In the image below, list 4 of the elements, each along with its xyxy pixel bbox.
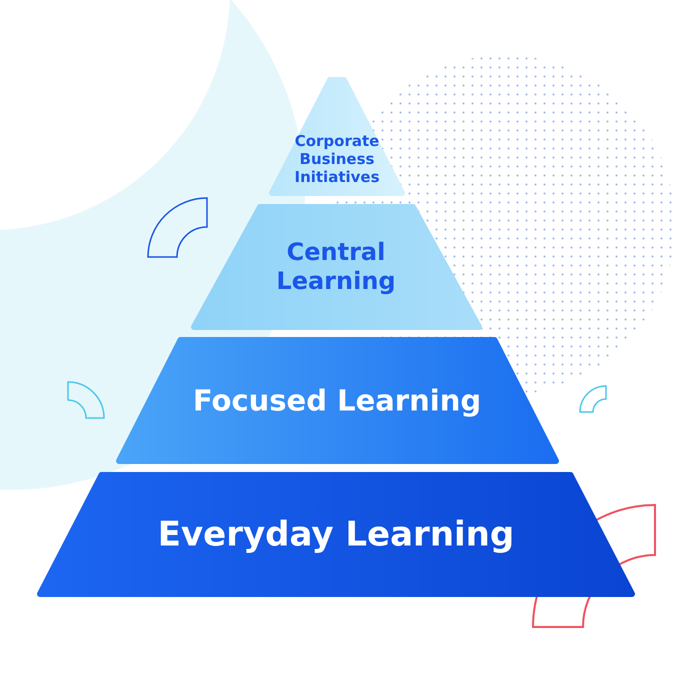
tier-label: Corporate Business Initiatives	[293, 132, 381, 186]
pyramid-tier	[40, 475, 632, 594]
tier-label: Everyday Learning	[156, 514, 516, 555]
pyramid-tier	[272, 80, 402, 193]
